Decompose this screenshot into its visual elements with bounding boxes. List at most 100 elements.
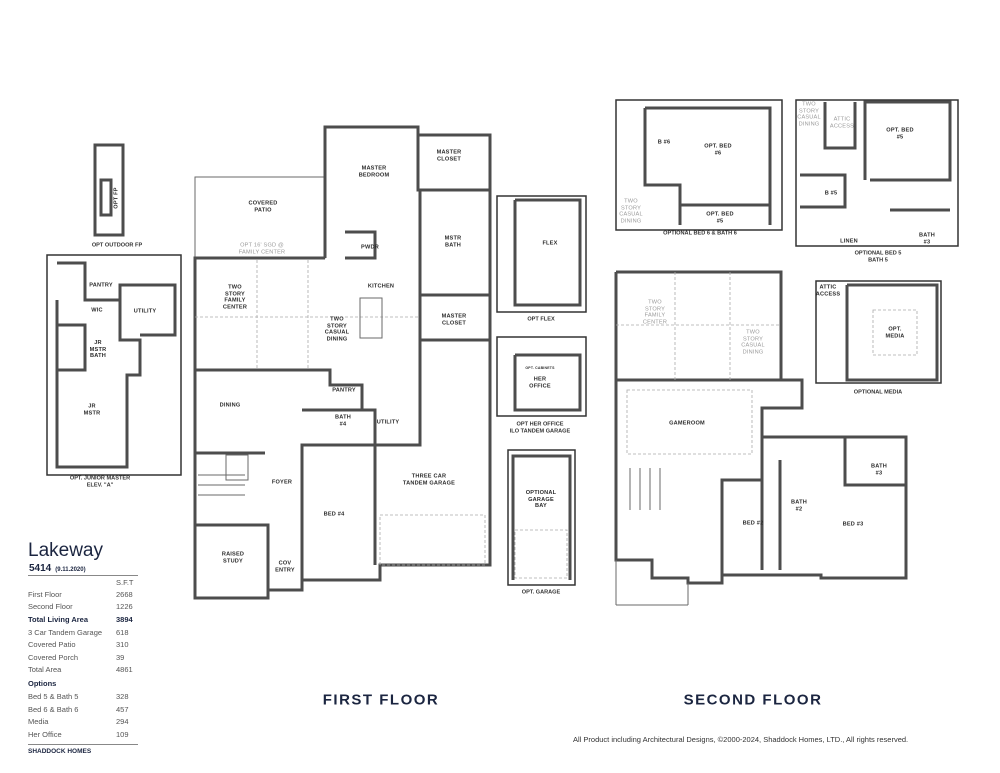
room-label-optional-garage-bay: OPTIONAL GARAGE BAY xyxy=(525,489,557,510)
room-label-flex: FLEX xyxy=(542,240,558,247)
room-label-bed4: BED #4 xyxy=(323,511,345,518)
outdoor-fp-outline xyxy=(93,143,125,237)
option-row: Her Office 109 xyxy=(28,728,138,741)
room-label-bed2: BED #2 xyxy=(742,520,764,527)
area-value: 2668 xyxy=(116,589,133,599)
option-value: 109 xyxy=(116,729,129,739)
media-label-opt-media: OPT. MEDIA xyxy=(885,326,905,339)
opt-garage-frame xyxy=(507,449,576,586)
room-label-cov-entry: COV ENTRY xyxy=(275,560,295,573)
jr-label-utility: UTILITY xyxy=(133,308,157,315)
room-label-family-center-open: TWO STORY FAMILY CENTER xyxy=(642,299,668,326)
room-label-garage: THREE CAR TANDEM GARAGE xyxy=(402,473,456,486)
opt-her-office-frame xyxy=(496,336,587,417)
area-label: Covered Patio xyxy=(28,640,76,650)
jr-label-mstr-bath: JR MSTR BATH xyxy=(89,339,107,360)
area-label: Covered Porch xyxy=(28,652,79,662)
option-label: Her Office xyxy=(28,729,62,739)
room-label-gameroom: GAMEROOM xyxy=(669,420,705,427)
room-label-mstr-bath: MSTR BATH xyxy=(444,235,462,248)
bed6-label-bath: B #6 xyxy=(657,139,671,146)
area-table: S.F.T First Floor 2668 Second Floor 1226 T… xyxy=(28,575,138,755)
caption-opt-outdoor-fp: OPT OUTDOOR FP xyxy=(91,242,143,249)
first-floor-title: FIRST FLOOR xyxy=(322,691,440,709)
option-label: Bed 6 & Bath 6 xyxy=(28,704,79,714)
area-table-header: S.F.T xyxy=(28,575,138,588)
bed5-label-bath5: B #5 xyxy=(824,190,838,197)
option-value: 328 xyxy=(116,691,129,701)
note-opt-cabinets: OPT. CABINETS xyxy=(525,365,555,370)
room-label-master-closet-2: MASTER CLOSET xyxy=(441,313,467,326)
plan-date: (9.11.2020) xyxy=(55,567,86,573)
optional-bed6-frame xyxy=(615,99,783,231)
first-floor-plan xyxy=(193,125,492,600)
copyright-notice: All Product including Architectural Desi… xyxy=(573,735,909,744)
area-label: First Floor xyxy=(28,589,62,599)
bed5-label-linen: LINEN xyxy=(840,238,858,245)
room-label-master-bedroom: MASTER BEDROOM xyxy=(358,165,390,178)
room-label-raised-study: RAISED STUDY xyxy=(221,551,245,564)
room-label-pantry: PANTRY xyxy=(332,387,356,394)
opt-flex-frame xyxy=(496,195,587,313)
room-label-covered-patio: COVERED PATIO xyxy=(248,200,278,213)
optional-media-frame xyxy=(815,280,942,384)
area-row: Total Area 4861 xyxy=(28,664,138,677)
caption-opt-junior-master: OPT. JUNIOR MASTER ELEV. "A" xyxy=(69,475,131,489)
room-label-opt-fp: OPT FP xyxy=(113,187,120,209)
room-label-casual-dining-open: TWO STORY CASUAL DINING xyxy=(741,329,765,356)
optional-bed5-frame xyxy=(795,99,959,247)
area-row: First Floor 2668 xyxy=(28,588,138,601)
caption-optional-media: OPTIONAL MEDIA xyxy=(853,389,903,396)
caption-opt-garage: OPT. GARAGE xyxy=(521,589,561,596)
room-label-bed3: BED #3 xyxy=(842,521,864,528)
room-label-pwdr: PWDR xyxy=(361,244,379,251)
room-label-master-closet: MASTER CLOSET xyxy=(436,149,462,162)
caption-opt-her-office: OPT HER OFFICE ILO TANDEM GARAGE xyxy=(509,421,571,435)
option-label: Media xyxy=(28,717,49,727)
bed5-label-attic-access: ATTIC ACCESS xyxy=(829,116,855,129)
bed5-label-bath3: BATH #3 xyxy=(919,232,935,245)
area-label: Total Area xyxy=(28,665,62,675)
second-floor-plan xyxy=(614,270,908,606)
caption-opt-flex: OPT FLEX xyxy=(527,316,555,323)
option-row: Media 294 xyxy=(28,715,138,728)
jr-label-pantry: PANTRY xyxy=(89,282,113,289)
plan-number-value: 5414 xyxy=(29,563,52,574)
media-label-attic-access: ATTIC ACCESS xyxy=(815,284,841,297)
area-label: Total Living Area xyxy=(28,614,89,624)
area-value: 3894 xyxy=(116,614,133,624)
second-floor-title: SECOND FLOOR xyxy=(683,691,823,709)
bed6-label-bed5: OPT. BED #5 xyxy=(706,211,734,224)
room-label-family-center: TWO STORY FAMILY CENTER xyxy=(222,284,248,311)
bed6-label-bed6: OPT. BED #6 xyxy=(704,143,732,156)
area-row-total-living: Total Living Area 3894 xyxy=(28,613,138,626)
note-opt-sgd: OPT 16' SGD @ FAMILY CENTER xyxy=(238,242,286,255)
room-label-her-office: HER OFFICE xyxy=(529,376,551,389)
caption-optional-bed6: OPTIONAL BED 6 & BATH 6 xyxy=(663,230,737,237)
sft-header: S.F.T xyxy=(116,577,134,587)
junior-master-frame xyxy=(46,254,182,476)
area-value: 1226 xyxy=(116,602,133,612)
brand-name: SHADDOCK HOMES xyxy=(28,743,138,755)
options-heading: Options xyxy=(28,678,57,688)
area-value: 4861 xyxy=(116,665,133,675)
room-label-bath3: BATH #3 xyxy=(871,463,887,476)
room-label-foyer: FOYER xyxy=(271,479,293,486)
area-value: 618 xyxy=(116,627,129,637)
area-label: Second Floor xyxy=(28,602,73,612)
room-label-dining: DINING xyxy=(219,402,241,409)
option-value: 294 xyxy=(116,717,129,727)
room-label-bath4: BATH #4 xyxy=(335,414,351,427)
plan-number: 5414(9.11.2020) xyxy=(29,563,86,574)
caption-optional-bed5: OPTIONAL BED 5 BATH 5 xyxy=(854,250,902,264)
area-row: Second Floor 1226 xyxy=(28,601,138,614)
room-label-bath2: BATH #2 xyxy=(791,499,807,512)
room-label-kitchen: KITCHEN xyxy=(367,283,395,290)
area-label: 3 Car Tandem Garage xyxy=(28,627,103,637)
